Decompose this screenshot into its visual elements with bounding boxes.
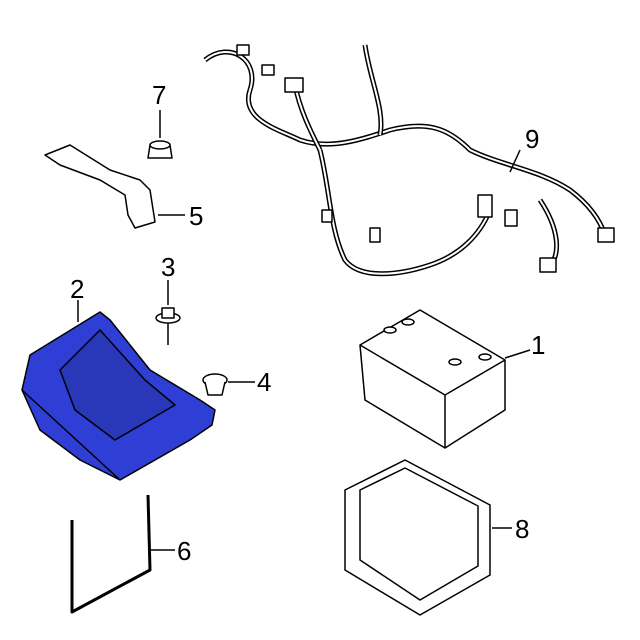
bracket-part[interactable] (44, 144, 156, 229)
callout-3[interactable]: 3 (161, 252, 176, 282)
callout-5[interactable]: 5 (189, 201, 204, 231)
callout-7[interactable]: 7 (152, 80, 167, 110)
callout-6[interactable]: 6 (177, 536, 192, 566)
callout-8[interactable]: 8 (515, 514, 530, 544)
leader-line-1 (504, 349, 531, 359)
wiring-harness-part[interactable] (203, 44, 615, 277)
callout-2[interactable]: 2 (70, 274, 85, 304)
callout-9[interactable]: 9 (525, 124, 540, 154)
callout-4[interactable]: 4 (257, 367, 272, 397)
hold-down-rod-part[interactable] (70, 494, 152, 614)
nut-part[interactable] (147, 140, 173, 159)
leader-line-9 (509, 149, 521, 173)
battery-part[interactable] (359, 309, 506, 449)
battery-tray-part[interactable] (21, 311, 216, 481)
bolt-part[interactable] (155, 307, 181, 345)
callout-1[interactable]: 1 (531, 330, 546, 360)
grommet-part[interactable] (202, 373, 228, 396)
battery-box-part[interactable] (344, 459, 491, 616)
